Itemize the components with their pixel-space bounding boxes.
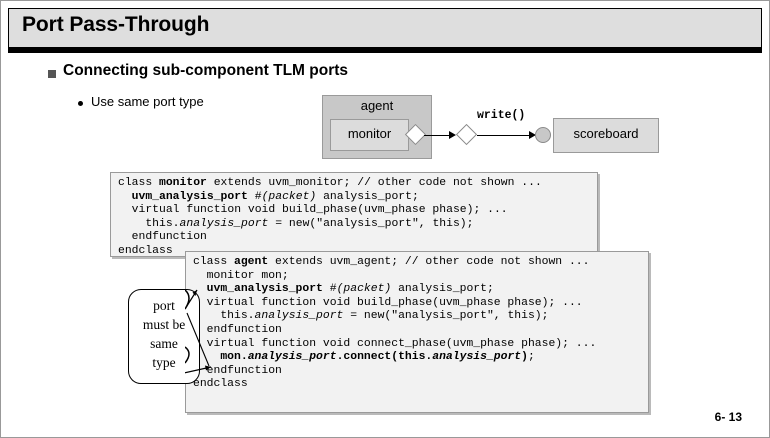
title-divider	[8, 48, 762, 53]
bullet-dot-icon	[78, 101, 83, 106]
bullet-square-icon	[48, 70, 56, 78]
scoreboard-label: scoreboard	[573, 126, 639, 141]
write-method-label: write()	[477, 109, 526, 122]
connector-monitor-to-agent-line	[424, 134, 449, 136]
connector-agent-to-scoreboard-line	[477, 134, 529, 136]
code-block-monitor: class monitor extends uvm_monitor; // ot…	[110, 172, 598, 257]
connector-monitor-to-agent-arrowhead	[449, 131, 456, 139]
bullet-level2-text: Use same port type	[91, 94, 204, 109]
connector-agent-to-scoreboard-arrowhead	[529, 131, 536, 139]
bullet-level1-text: Connecting sub-component TLM ports	[63, 62, 349, 79]
page-title: Port Pass-Through	[22, 13, 210, 36]
scoreboard-analysis-imp-circle-icon	[535, 127, 551, 143]
monitor-label: monitor	[347, 126, 392, 141]
code-block-agent: class agent extends uvm_agent; // other …	[185, 251, 649, 413]
slide-title-bar	[8, 8, 762, 48]
agent-label: agent	[360, 98, 394, 113]
scoreboard-box	[553, 118, 659, 153]
page-number: 6- 13	[714, 410, 742, 424]
